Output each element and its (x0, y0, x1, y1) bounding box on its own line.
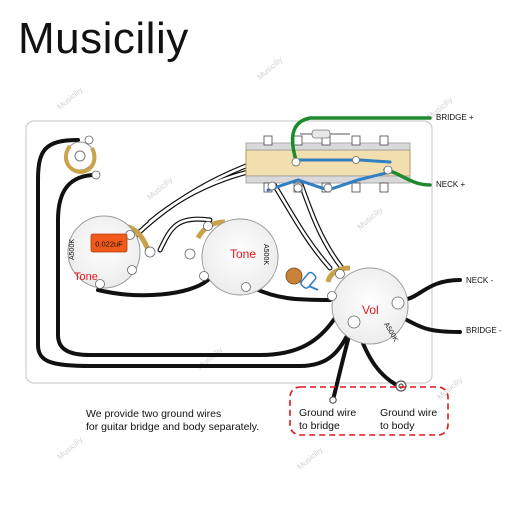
ground-note: We provide two ground wires for guitar b… (86, 408, 259, 434)
brand-title: Musiciliy (18, 14, 189, 63)
tone-pot-2-label: Tone (230, 247, 256, 261)
tone-pot-2-value: A500K (262, 244, 269, 265)
tone-pot-1-value: A500K (69, 239, 76, 260)
volume-pot-label: Vol (362, 303, 379, 317)
watermark-text: Musiciliy (256, 55, 285, 81)
ground-wire-body-label: Ground wire to body (380, 407, 437, 433)
watermark-text: Musiciliy (436, 375, 465, 401)
ground-wires-callout (289, 386, 449, 436)
bridge-plus-label: BRIDGE + (436, 113, 474, 122)
black-wires (36, 138, 462, 402)
tone-pot-1-label: Tone (74, 271, 98, 283)
watermark-text: Musiciliy (296, 445, 325, 471)
ground-note-line-1: We provide two ground wires (86, 408, 222, 420)
treble-bleed-cap-icon (285, 267, 319, 291)
ground-wire-bridge-label: Ground wire to bridge (299, 407, 356, 433)
watermark-text: Musiciliy (56, 435, 85, 461)
tone-pot-2: Tone A500K (184, 218, 279, 296)
capacitor-value: 0.022uF (95, 240, 123, 249)
volume-pot: Vol A500K (285, 265, 409, 345)
tone-pot-1: 0.022uF Tone A500K (67, 215, 156, 289)
output-jack-icon (63, 135, 101, 180)
selector-switch-icon (245, 116, 432, 193)
neck-minus-label: NECK - (466, 276, 494, 285)
ground-wire-body-line-1: Ground wire (380, 407, 438, 419)
neck-plus-label: NECK + (436, 180, 466, 189)
watermark-text: Musiciliy (56, 85, 85, 111)
bridge-minus-label: BRIDGE - (466, 326, 502, 335)
resistor-icon (300, 129, 350, 139)
ground-note-line-2: for guitar bridge and body separately. (86, 421, 260, 433)
ground-wire-bridge-line-2: to bridge (299, 420, 340, 432)
capacitor-icon: 0.022uF (90, 233, 128, 253)
ground-wire-bridge-line-1: Ground wire (299, 407, 357, 419)
ground-wire-body-line-2: to body (380, 420, 415, 432)
